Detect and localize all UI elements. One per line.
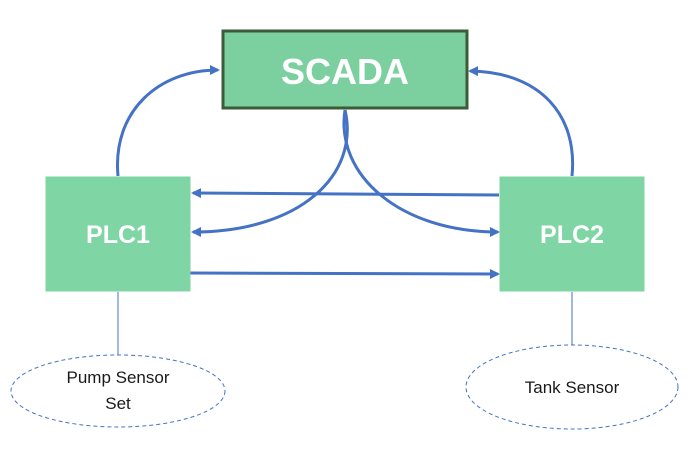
tank-sensor-node[interactable]: Tank Sensor	[465, 344, 679, 430]
pump-sensor-label-line2: Set	[105, 394, 131, 413]
scada-label: SCADA	[281, 51, 409, 92]
edge-plc1-to-scada	[116, 65, 220, 177]
plc1-box	[45, 176, 191, 292]
tank-sensor-label: Tank Sensor	[525, 378, 620, 397]
pump-sensor-ellipse	[10, 354, 226, 428]
plc1-label: PLC1	[86, 221, 150, 249]
pump-sensor-label-line1: Pump Sensor	[67, 368, 170, 387]
plc1-node[interactable]: PLC1	[45, 176, 191, 292]
plc2-node[interactable]: PLC2	[499, 176, 645, 292]
plc2-box	[499, 176, 645, 292]
scada-box	[221, 29, 469, 110]
edge-plc1-to-plc2	[189, 268, 500, 279]
edge-scada-to-plc2	[342, 109, 500, 237]
edge-plc2-to-scada	[468, 66, 575, 177]
tank-sensor-ellipse	[465, 344, 679, 430]
pump-sensor-node[interactable]: Pump Sensor Set	[10, 354, 226, 428]
edge-plc2-to-plc1	[191, 188, 500, 199]
edge-scada-to-plc1	[191, 109, 349, 237]
plc2-label: PLC2	[540, 221, 604, 249]
scada-node[interactable]: SCADA	[221, 29, 469, 110]
